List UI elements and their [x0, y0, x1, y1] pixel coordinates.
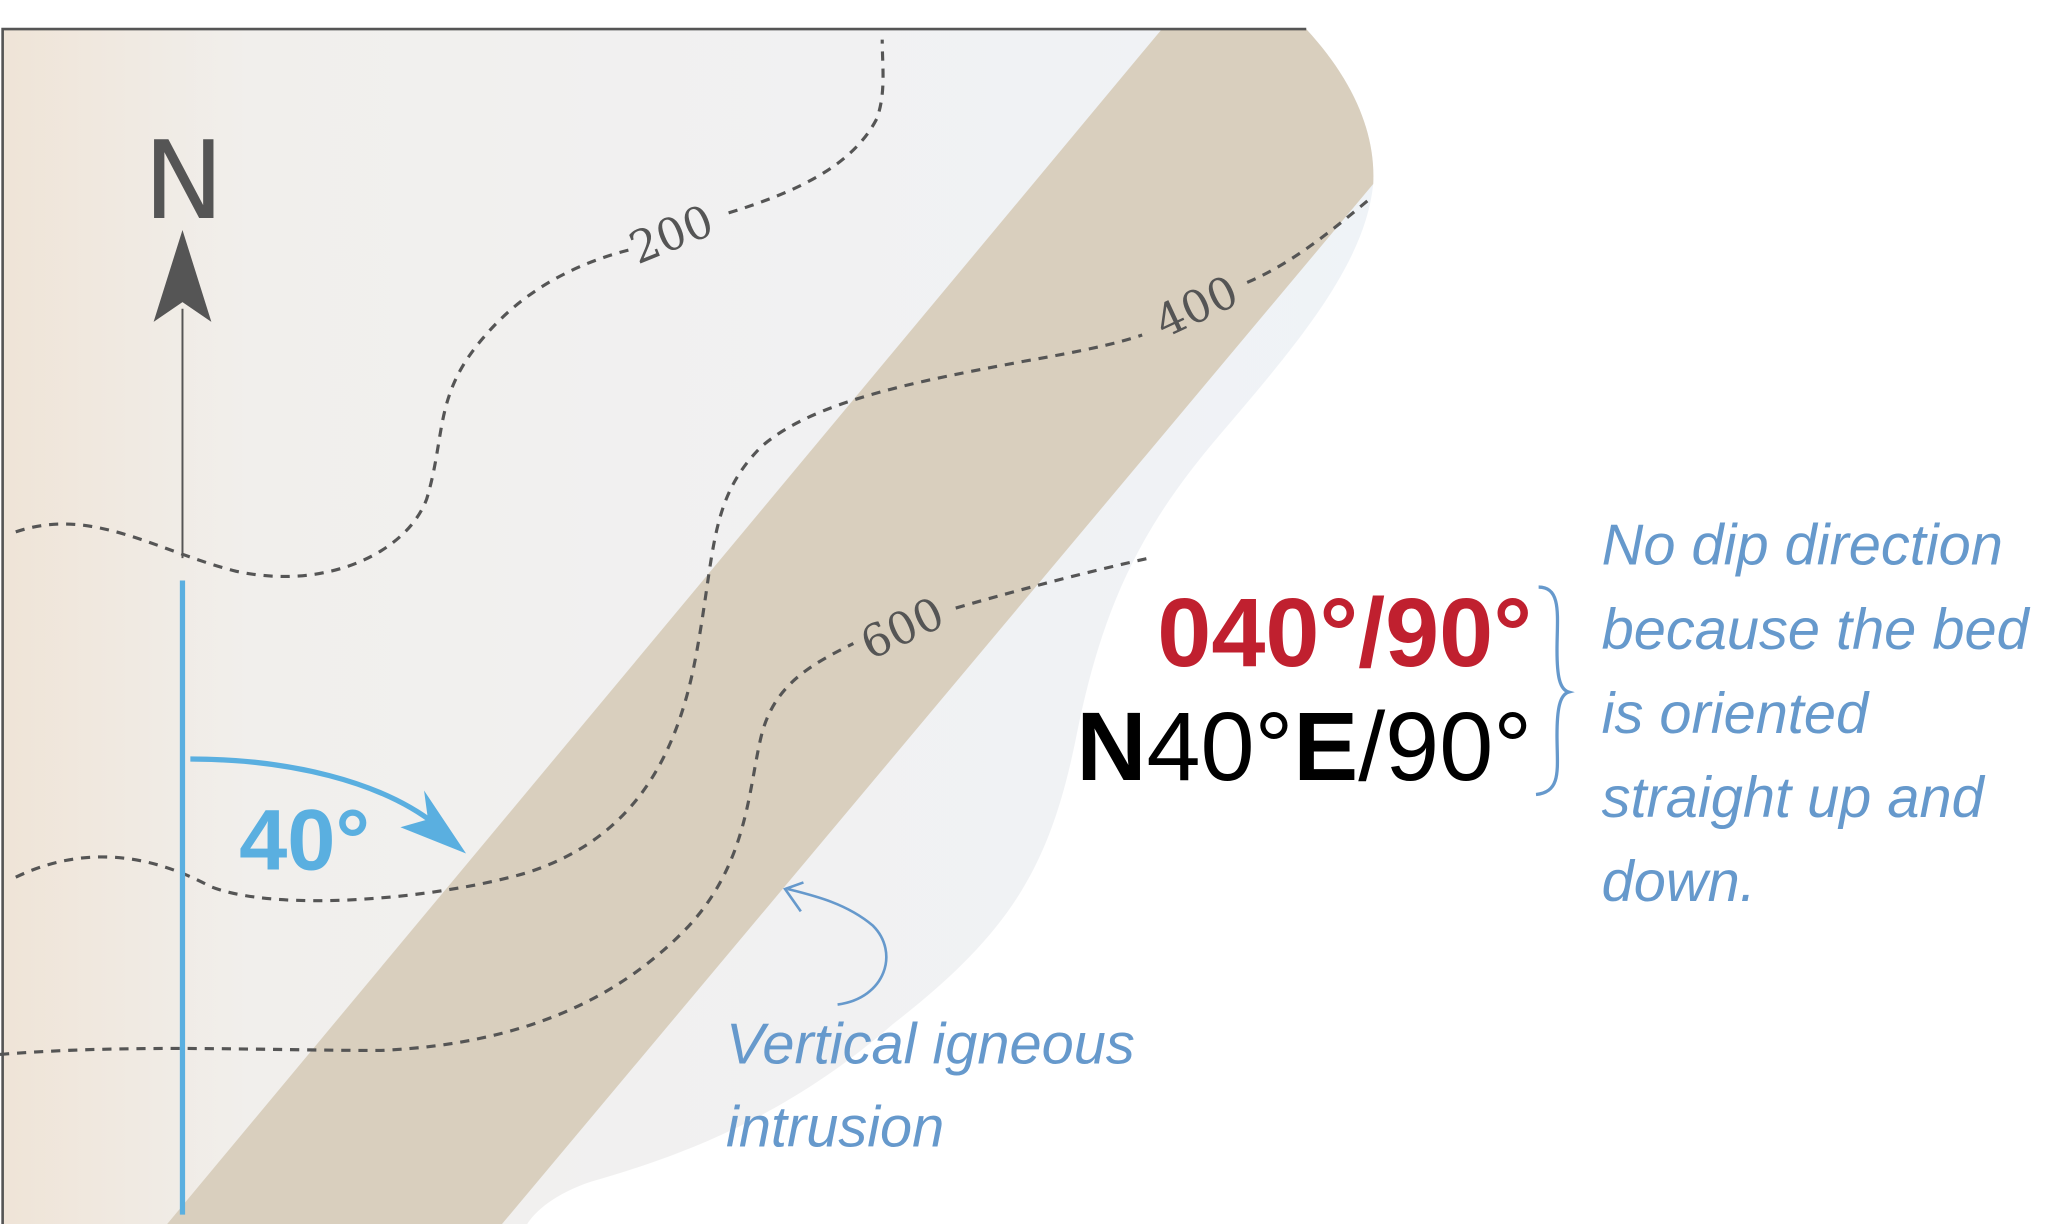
igneous-intrusion-band — [167, 29, 1374, 1224]
angle-label: 40° — [239, 792, 370, 888]
north-arrow-icon — [153, 229, 212, 322]
intrusion-pointer-head-icon — [782, 881, 804, 913]
brace — [1535, 585, 1575, 797]
quadrant-notation: N40°E/90° — [1076, 692, 1532, 801]
explanation-note: No dip direction because the bed is orie… — [1602, 514, 2045, 914]
map-frame — [1, 27, 1307, 1224]
north-label: N — [144, 119, 225, 244]
quadrant-dip: /90° — [1358, 692, 1532, 801]
azimuth-notation: 040°/90° — [1157, 578, 1532, 687]
contour-400-upper — [1246, 195, 1373, 284]
intrusion-label: Vertical igneous intrusion — [726, 1013, 1151, 1160]
contour-600 — [0, 642, 855, 1056]
quadrant-e: E — [1293, 692, 1358, 801]
intrusion-pointer-arrow — [787, 887, 888, 1006]
contour-600-upper — [955, 556, 1150, 610]
contour-400 — [15, 333, 1143, 903]
contour-200-upper — [728, 39, 885, 215]
angle-arrowhead-icon — [400, 790, 467, 854]
quadrant-angle: 40° — [1147, 692, 1294, 801]
angle-arc — [190, 756, 438, 827]
quadrant-n: N — [1076, 692, 1146, 801]
contour-200 — [15, 248, 631, 579]
